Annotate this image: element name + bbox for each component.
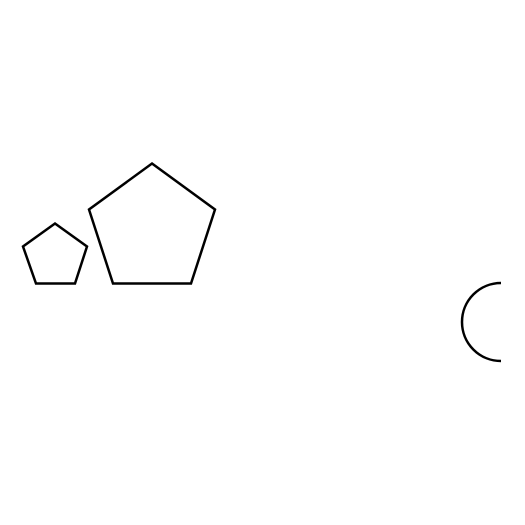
- small-pentagon: [21, 221, 89, 285]
- semicircle-arc: [460, 281, 502, 363]
- large-pentagon: [87, 161, 217, 285]
